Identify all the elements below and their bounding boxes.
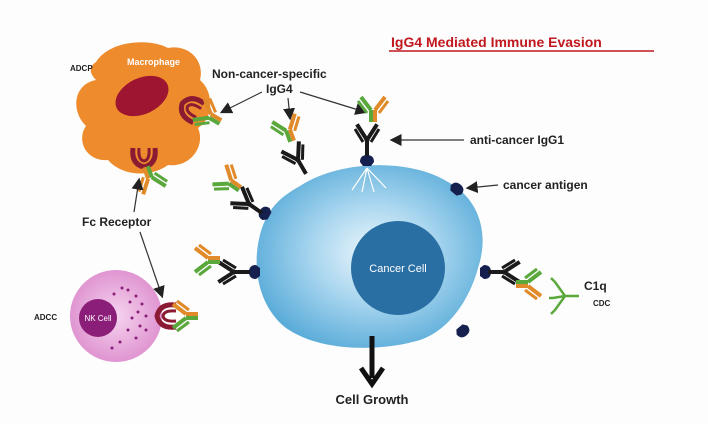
- cell-growth-arrow-head: [358, 366, 386, 389]
- igg4-pointer-middle: [283, 97, 296, 121]
- macrophage-label: Macrophage: [127, 57, 180, 67]
- nk-igg4: [171, 299, 200, 333]
- antigen-pointer: [465, 181, 499, 194]
- igg4-pointer-left: [219, 91, 263, 114]
- antigen-label: cancer antigen: [503, 178, 588, 192]
- nk-cell-nucleus: [79, 299, 117, 337]
- fc-receptor-pointer-up: [131, 177, 144, 213]
- cancer-cell-nucleus: [351, 221, 445, 315]
- c1q-complex: [549, 277, 579, 315]
- cdc-label: CDC: [593, 299, 611, 308]
- cancer-antigen-top: [360, 155, 374, 166]
- fc-receptor-pointer-down: [139, 231, 165, 299]
- igg4-on-top-igg1: [356, 95, 390, 124]
- cancer-cell-label: Cancer Cell: [369, 263, 426, 275]
- igg1-left: [218, 258, 250, 286]
- igg4-right: [514, 267, 543, 301]
- cancer-antigen-left: [249, 265, 260, 279]
- igg4-left: [193, 243, 222, 277]
- fc-receptor-label: Fc Receptor: [82, 215, 152, 229]
- igg1-upper-middle: [278, 139, 318, 181]
- igg1-right: [488, 258, 520, 286]
- igg4-upper-left: [208, 160, 251, 204]
- signaling-arrows: [351, 167, 387, 193]
- igg1-label: anti-cancer IgG1: [470, 133, 564, 147]
- igg4-pointer-right: [299, 91, 368, 115]
- diagram-title: IgG4 Mediated Immune Evasion: [391, 34, 602, 50]
- cell-growth-label: Cell Growth: [336, 392, 409, 407]
- nk-cell-granules: [110, 286, 148, 350]
- igg4-label-line1: Non-cancer-specific: [212, 67, 327, 81]
- c1q-label: C1q: [584, 279, 607, 293]
- igg4-label-line2: IgG4: [266, 82, 293, 96]
- cancer-antigen-lower-right: [454, 322, 472, 340]
- igg4-upper-middle: [267, 110, 309, 149]
- adcp-label: ADCP: [70, 64, 93, 73]
- macrophage-nucleus: [115, 75, 169, 117]
- igg1-top: [353, 124, 381, 156]
- macrophage-cell: [76, 42, 211, 174]
- adcc-label: ADCC: [34, 313, 57, 322]
- nk-cell-label: NK Cell: [84, 314, 111, 323]
